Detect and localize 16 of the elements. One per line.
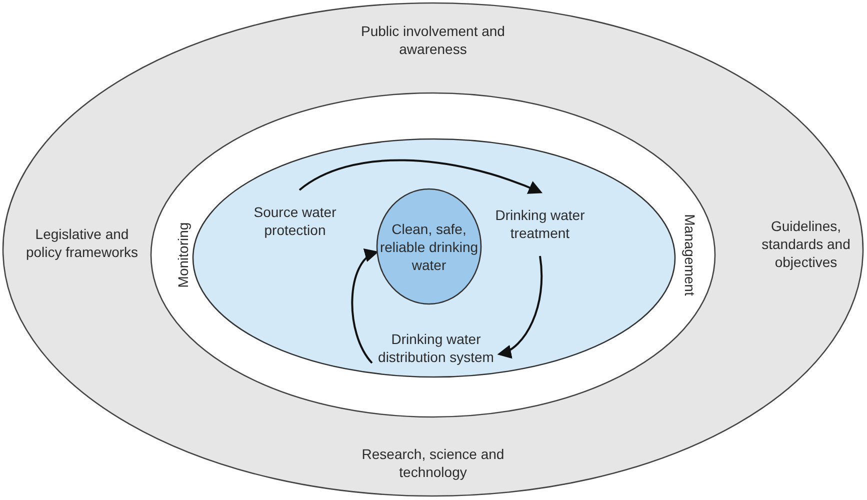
circle-label: Clean, safe, reliable drinking water bbox=[378, 220, 480, 275]
band-label: Management bbox=[681, 213, 699, 298]
band-label: Guidelines, standards and objectives bbox=[760, 217, 852, 272]
curved-arrow bbox=[351, 250, 379, 364]
center-circle bbox=[376, 188, 482, 305]
stage-label: Drinking water treatment bbox=[495, 206, 585, 243]
stage-label: Drinking water distribution system bbox=[377, 330, 495, 367]
curved-arrow bbox=[298, 159, 543, 194]
band-label: Monitoring bbox=[174, 221, 192, 290]
ellipse-band bbox=[150, 92, 716, 418]
band-label: Legislative and policy frameworks bbox=[24, 225, 140, 262]
stage-label: Source water protection bbox=[252, 203, 338, 240]
band-label: Research, science and technology bbox=[360, 445, 506, 482]
curved-arrow bbox=[497, 256, 543, 358]
ellipse-region bbox=[192, 138, 676, 378]
band-label: Public involvement and awareness bbox=[360, 22, 506, 59]
